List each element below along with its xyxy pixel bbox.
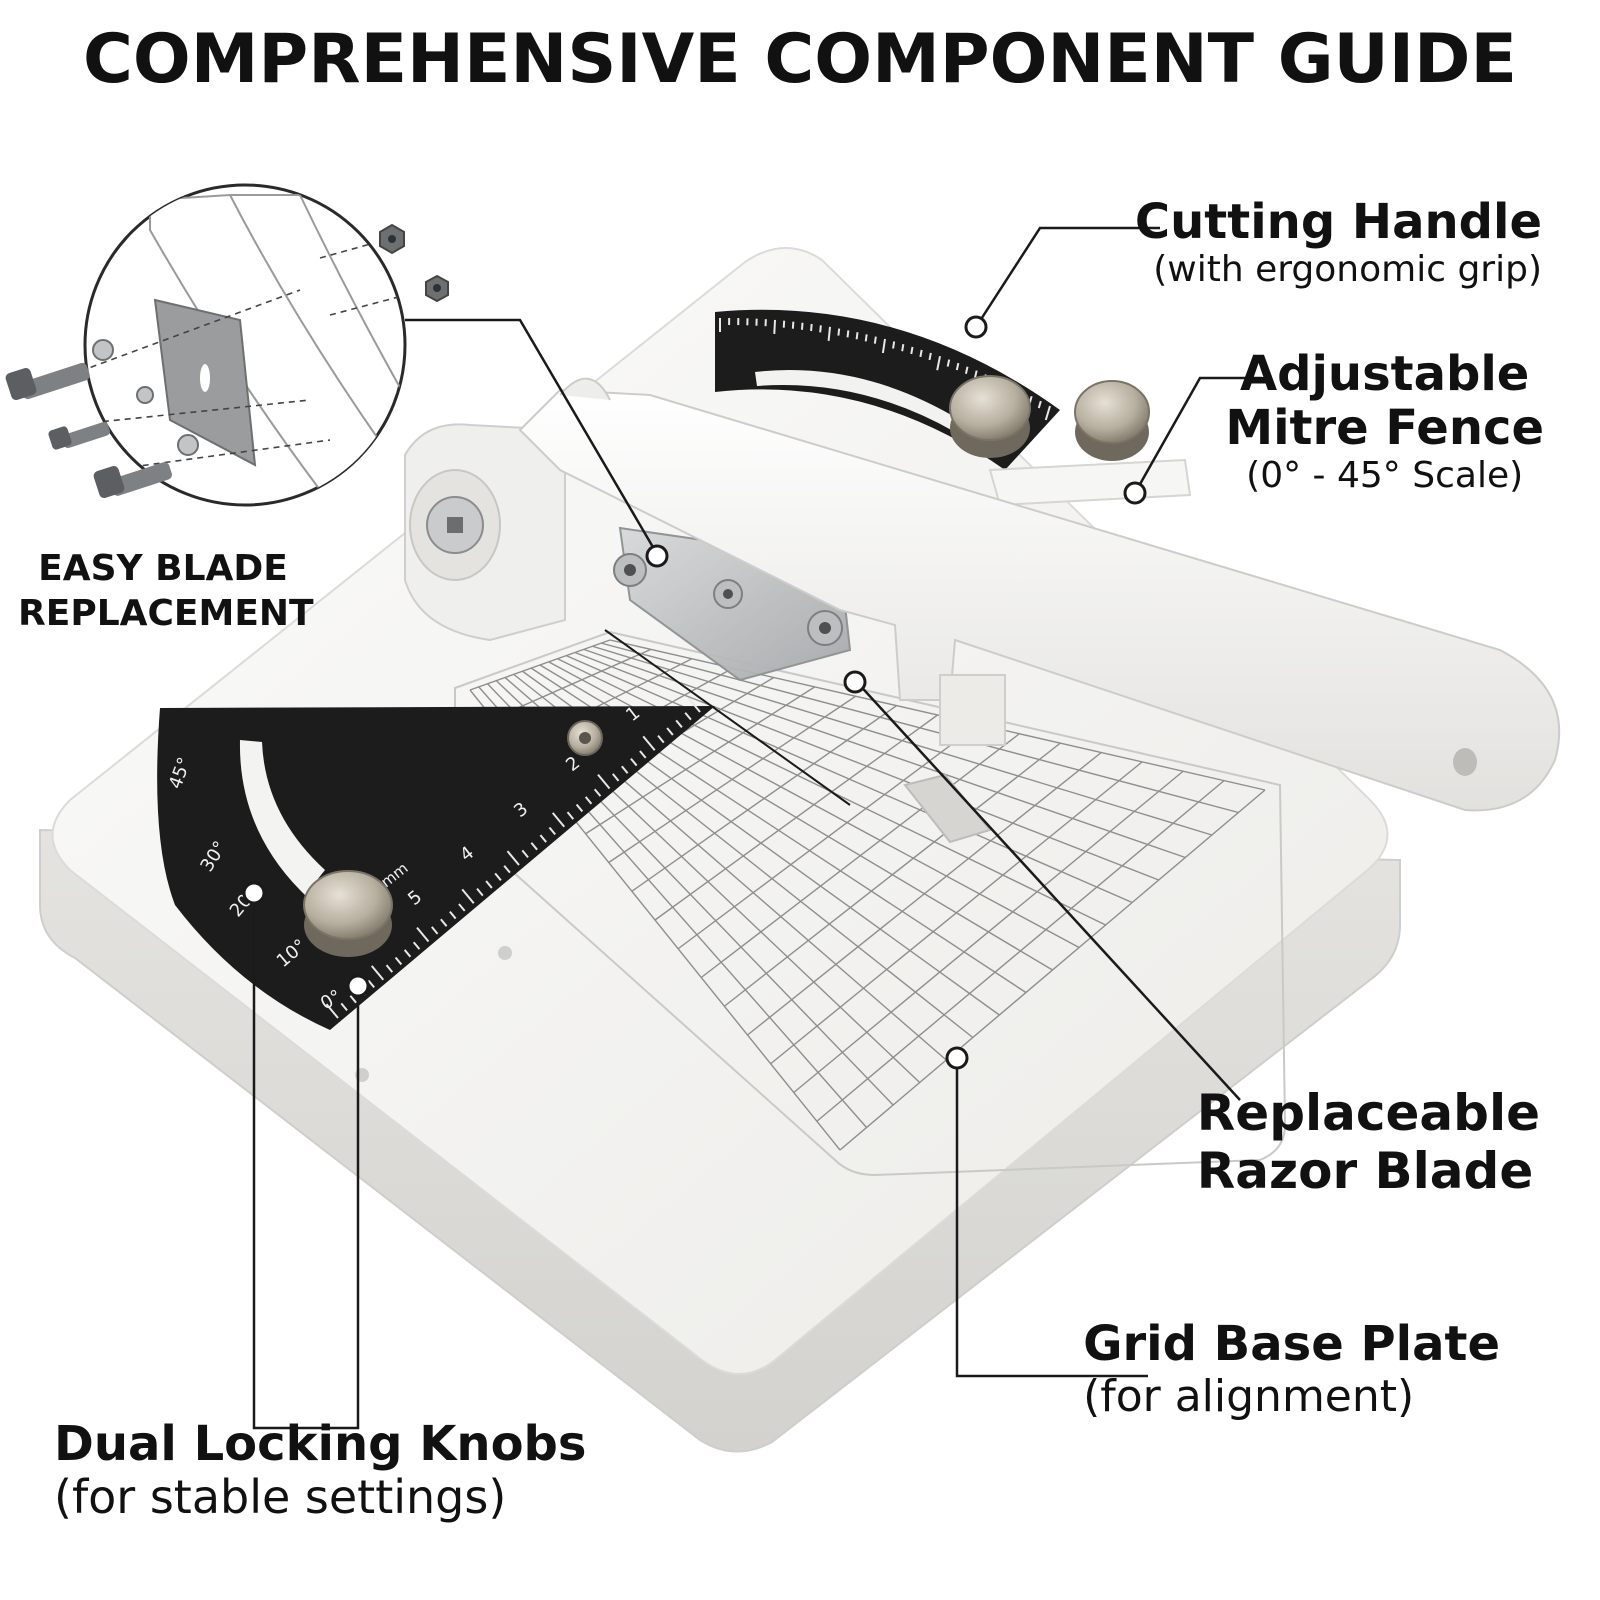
callout-grid-plate-note: (for alignment) [1083,1370,1415,1422]
callout-grid-plate-label: Grid Base Plate [1083,1316,1500,1372]
blade-screw-icon [613,553,843,646]
left-mitre-fence: 45° 30° 20° 10° 0° 1 2 3 4 5 mm [157,697,716,1082]
page-title: COMPREHENSIVE COMPONENT GUIDE [83,20,1517,99]
blade-exploded-inset [5,183,449,507]
callout-razor-blade-line1: Replaceable [1196,1084,1540,1142]
fence-knob-icon [1074,380,1150,461]
screw-icon [5,362,172,499]
callout-cutting-handle-note: (with ergonomic grip) [1153,248,1542,290]
callout-blade-replacement-line2: REPLACEMENT [18,593,314,634]
left-locking-knob-icon [303,870,393,957]
callout-mitre-fence-note: (0° - 45° Scale) [1246,454,1524,496]
cutting-handle [518,377,1561,844]
callout-cutting-handle-label: Cutting Handle [1134,194,1542,250]
callout-mitre-fence-line1: Adjustable [1239,346,1530,402]
callout-locking-knobs-note: (for stable settings) [54,1469,507,1524]
callout-locking-knobs-label: Dual Locking Knobs [54,1416,587,1472]
leader-dots [242,315,1147,1070]
callout-blade-replacement-line1: EASY BLADE [38,548,288,589]
callout-locking-knobs: Dual Locking Knobs (for stable settings) [54,1416,587,1524]
pivot-housing [404,423,566,642]
callout-cutting-handle: Cutting Handle (with ergonomic grip) [1134,194,1542,290]
nut-icon [379,223,449,303]
leader-lines [252,226,1262,1430]
top-locking-knob-icon [949,375,1031,458]
callout-mitre-fence-line2: Mitre Fence [1225,399,1544,456]
callout-mitre-fence: Adjustable Mitre Fence (0° - 45° Scale) [1225,346,1544,496]
callout-razor-blade: Replaceable Razor Blade [1197,1084,1540,1200]
callout-razor-blade-line2: Razor Blade [1196,1142,1534,1200]
callout-grid-plate: Grid Base Plate (for alignment) [1083,1316,1500,1422]
callout-blade-replacement: EASY BLADE REPLACEMENT [18,546,314,636]
